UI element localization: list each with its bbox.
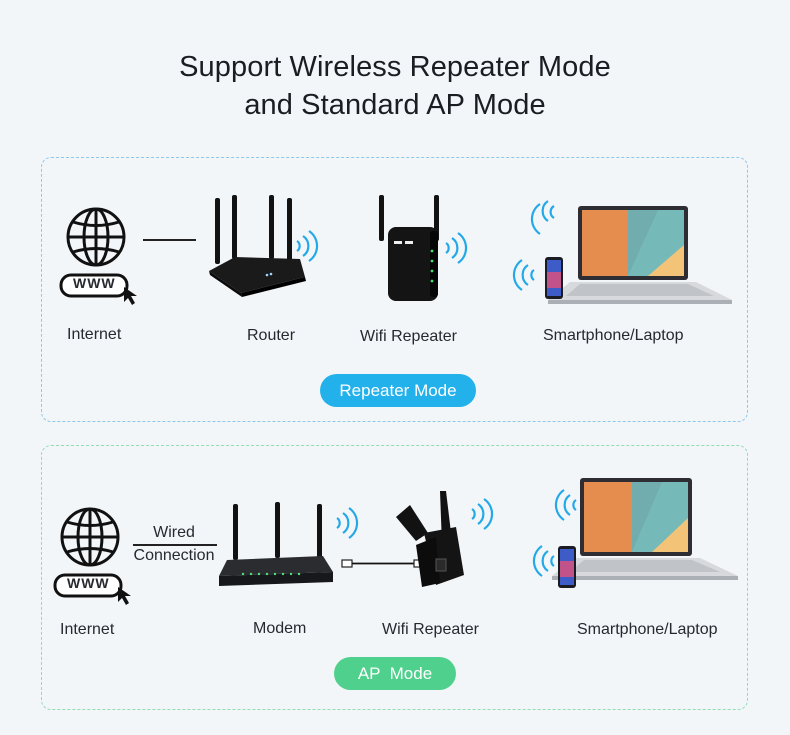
page-title: Support Wireless Repeater Mode and Stand… bbox=[0, 48, 790, 124]
router-icon bbox=[209, 195, 319, 297]
repeater-mode-badge: Repeater Mode bbox=[320, 374, 476, 407]
internet-globe-icon bbox=[59, 207, 137, 305]
smartphone-laptop-icon bbox=[512, 200, 732, 304]
label-smartphone-laptop: Smartphone/Laptop bbox=[577, 621, 718, 638]
www-text: WWW bbox=[67, 575, 110, 591]
title-line-1: Support Wireless Repeater Mode bbox=[179, 51, 611, 83]
wifi-repeater-icon bbox=[379, 195, 468, 301]
label-smartphone-laptop: Smartphone/Laptop bbox=[543, 327, 684, 344]
wired-line-2: Connection bbox=[133, 547, 215, 564]
wired-line-1: Wired bbox=[153, 524, 195, 541]
wired-connection-label: Wired Connection bbox=[128, 521, 220, 567]
title-line-2: and Standard AP Mode bbox=[244, 89, 546, 121]
label-internet: Internet bbox=[67, 326, 122, 343]
label-internet: Internet bbox=[60, 621, 115, 638]
label-wifi-repeater: Wifi Repeater bbox=[382, 621, 479, 638]
ap-mode-panel bbox=[41, 445, 748, 710]
wifi-repeater-icon bbox=[396, 491, 494, 587]
repeater-mode-panel bbox=[41, 157, 748, 422]
internet-globe-icon bbox=[53, 507, 131, 605]
modem-icon bbox=[219, 502, 359, 586]
smartphone-laptop-icon bbox=[532, 478, 738, 588]
www-text: WWW bbox=[73, 275, 116, 291]
ap-mode-badge: AP Mode bbox=[334, 657, 456, 690]
wired-connection-line bbox=[133, 544, 217, 546]
label-router: Router bbox=[247, 327, 296, 344]
label-modem: Modem bbox=[253, 620, 307, 637]
internet-router-line bbox=[143, 239, 196, 241]
label-wifi-repeater: Wifi Repeater bbox=[360, 328, 457, 345]
